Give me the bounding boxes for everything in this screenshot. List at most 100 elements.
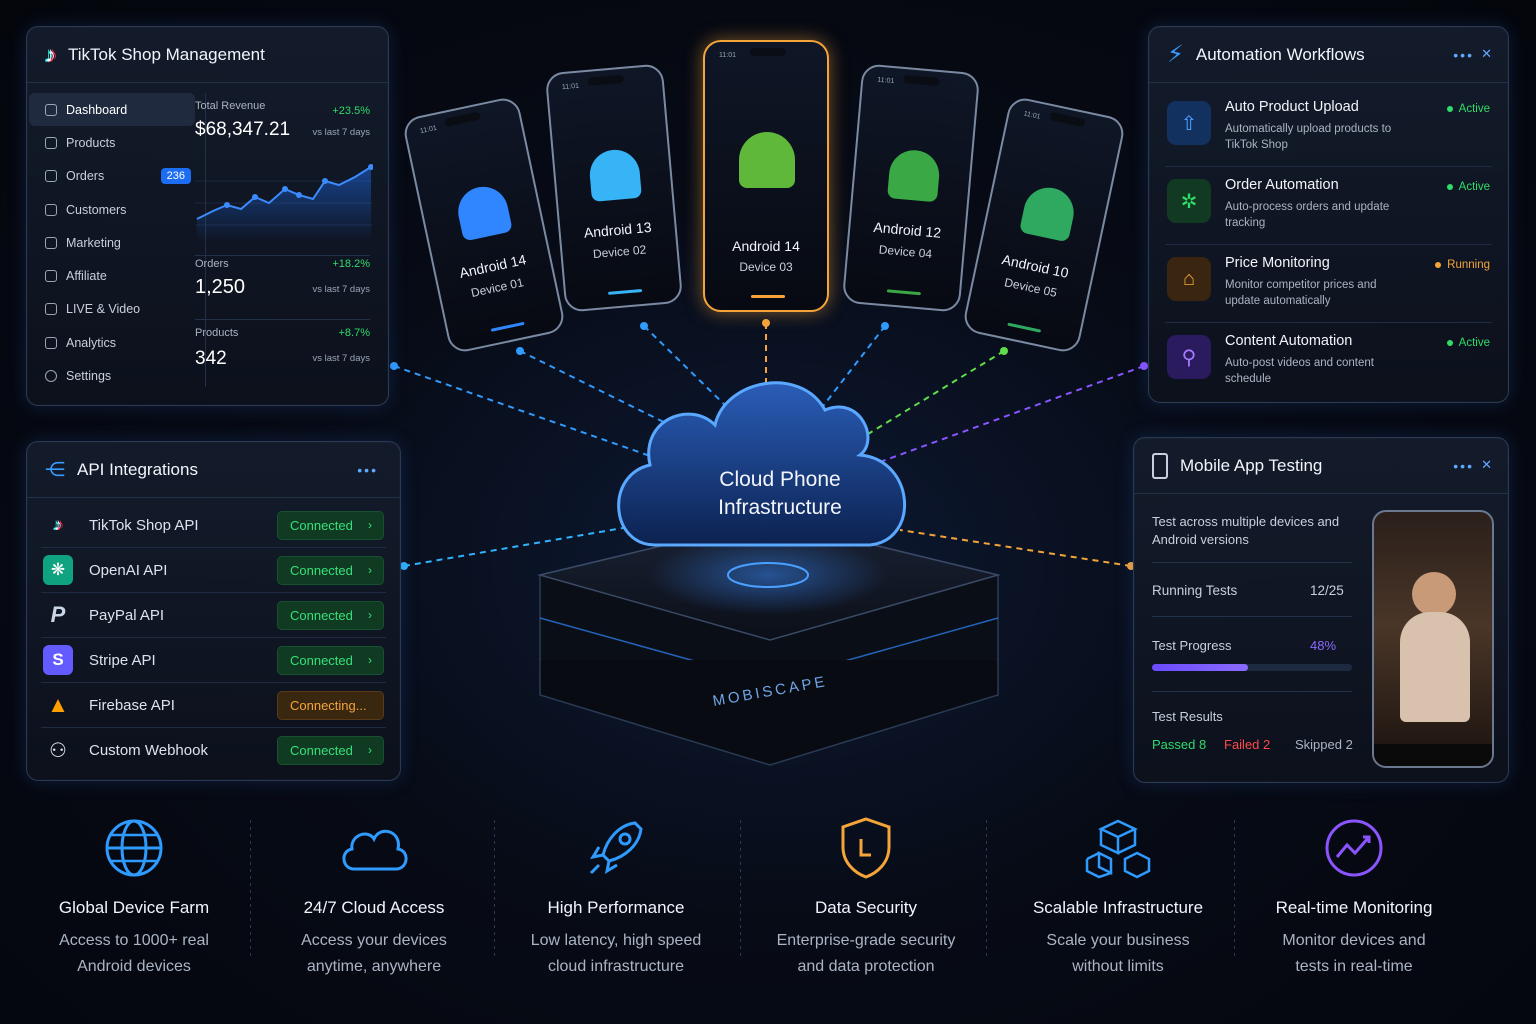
more-options-icon[interactable]: ••• <box>1453 47 1474 63</box>
api-status-text: Connected <box>290 653 353 668</box>
home-icon <box>45 103 57 116</box>
box-icon <box>45 136 57 149</box>
test-progress-value: 48% <box>1310 638 1337 653</box>
api-row: S Stripe API Connected› <box>41 638 386 683</box>
api-name: Stripe API <box>89 651 156 669</box>
nav-item-live-video[interactable]: LIVE & Video <box>29 293 195 326</box>
android-icon <box>739 132 795 188</box>
automation-panel-header: ⚡ Automation Workflows <box>1149 27 1508 83</box>
chevron-right-icon: › <box>368 518 372 532</box>
content-icon: ⚲ <box>1167 335 1211 379</box>
chevron-right-icon: › <box>368 743 372 757</box>
nav-item-affiliate[interactable]: Affiliate <box>29 259 195 292</box>
gear-icon <box>45 370 57 383</box>
workflow-status-text: Running <box>1447 259 1490 271</box>
api-row: ▲ Firebase API Connecting... <box>41 683 386 728</box>
nav-label: Products <box>66 135 116 150</box>
api-status-text: Connected <box>290 743 353 758</box>
cloud-icon <box>342 829 408 871</box>
workflow-status: Running <box>1435 259 1490 271</box>
workflow-item[interactable]: ⇧ Auto Product Upload Automatically uplo… <box>1165 89 1492 167</box>
workflow-title: Auto Product Upload <box>1225 99 1359 115</box>
phone-time: 11:01 <box>419 124 438 136</box>
nav-item-settings[interactable]: Settings <box>29 359 195 392</box>
feature-desc-line2: without limits <box>1072 958 1164 975</box>
phone-device-02[interactable]: 11:01 Android 13 Device 02 <box>544 63 684 313</box>
android-icon <box>1019 183 1079 243</box>
api-row: ♪ TikTok Shop API Connected› <box>41 503 386 548</box>
phone-device-03[interactable]: 11:01 Android 14 Device 03 <box>703 40 829 312</box>
close-icon[interactable]: ✕ <box>1481 46 1492 61</box>
cloud-label: Cloud Phone Infrastructure <box>680 466 880 522</box>
more-options-icon[interactable]: ••• <box>1453 458 1474 474</box>
server-base <box>537 519 1001 766</box>
workflow-status-text: Active <box>1458 181 1490 193</box>
api-status-button[interactable]: Connecting... <box>277 691 384 720</box>
orders-sub: vs last 7 days <box>312 284 370 295</box>
feature-desc-line2: cloud infrastructure <box>547 958 685 975</box>
api-status-button[interactable]: Connected› <box>277 511 384 540</box>
network-icon: ⋲ <box>45 459 65 481</box>
feature-desc-line2: Android devices <box>77 958 191 975</box>
close-icon[interactable]: ✕ <box>1481 457 1492 472</box>
smartphone-icon <box>1152 452 1168 479</box>
affiliate-icon <box>45 270 57 283</box>
nav-item-products[interactable]: Products <box>29 126 195 159</box>
api-row: P PayPal API Connected› <box>41 593 386 638</box>
shield-icon <box>841 817 891 879</box>
workflow-item[interactable]: ✲ Order Automation Auto-process orders a… <box>1165 167 1492 245</box>
more-options-icon[interactable]: ••• <box>357 462 378 478</box>
nav-item-customers[interactable]: Customers <box>29 193 195 226</box>
phone-time: 11:01 <box>1022 110 1042 121</box>
phone-device-id: Device 03 <box>739 260 793 274</box>
workflow-desc: Monitor competitor prices and update aut… <box>1225 279 1377 307</box>
robot-icon: ✲ <box>1167 179 1211 223</box>
nav-item-marketing[interactable]: Marketing <box>29 226 195 259</box>
phone-device-04[interactable]: 11:01 Android 12 Device 04 <box>841 63 981 313</box>
openai-logo-icon: ❋ <box>43 555 73 585</box>
nav-label: Customers <box>66 202 127 217</box>
feature-title: Global Device Farm <box>58 898 210 917</box>
nav-label: Settings <box>66 369 112 384</box>
workflow-item[interactable]: ⚲ Content Automation Auto-post videos an… <box>1165 323 1492 401</box>
tests-passed: Passed 8 <box>1152 737 1207 752</box>
api-name: Custom Webhook <box>89 742 208 759</box>
feature-desc-line2: tests in real-time <box>1295 958 1413 975</box>
cubes-icon <box>1085 819 1151 879</box>
api-panel-title: API Integrations <box>77 459 198 479</box>
workflow-item[interactable]: ⌂ Price Monitoring Monitor competitor pr… <box>1165 245 1492 323</box>
api-status-button[interactable]: Connected› <box>277 556 384 585</box>
link-tiktok <box>393 365 691 471</box>
api-integrations-panel: ⋲ API Integrations ••• ♪ TikTok Shop API… <box>26 441 401 781</box>
running-tests-value: 12/25 <box>1310 583 1344 598</box>
link-phone4 <box>819 325 886 411</box>
api-name: OpenAI API <box>89 561 168 579</box>
api-status-button[interactable]: Connected› <box>277 601 384 630</box>
nav-item-dashboard[interactable]: Dashboard <box>29 93 195 127</box>
api-status-button[interactable]: Connected › <box>277 736 384 765</box>
api-status-text: Connected <box>290 608 353 623</box>
feature-desc-line1: Scale your business <box>1046 932 1190 949</box>
users-icon <box>45 203 57 216</box>
android-icon <box>887 148 942 203</box>
price-tag-icon: ⌂ <box>1167 257 1211 301</box>
tests-skipped: Skipped 2 <box>1295 737 1353 752</box>
revenue-value: $68,347.21 <box>195 119 291 140</box>
revenue-sparkline <box>195 164 373 243</box>
orders-count-badge: 236 <box>160 167 191 184</box>
workflow-status: Active <box>1446 181 1490 193</box>
firebase-logo-icon: ▲ <box>47 692 69 717</box>
cloud-label-line1: Cloud Phone <box>719 468 841 491</box>
tiktok-panel-title: TikTok Shop Management <box>68 44 265 64</box>
nav-item-analytics[interactable]: Analytics <box>29 326 195 359</box>
feature-desc-line1: Monitor devices and <box>1282 932 1426 949</box>
link-phone5 <box>849 350 1005 446</box>
clipboard-icon <box>45 170 57 183</box>
api-status-button[interactable]: Connected› <box>277 646 384 675</box>
workflow-status-text: Active <box>1458 103 1490 115</box>
phone-device-id: Device 04 <box>878 242 933 262</box>
rocket-icon <box>589 821 643 875</box>
